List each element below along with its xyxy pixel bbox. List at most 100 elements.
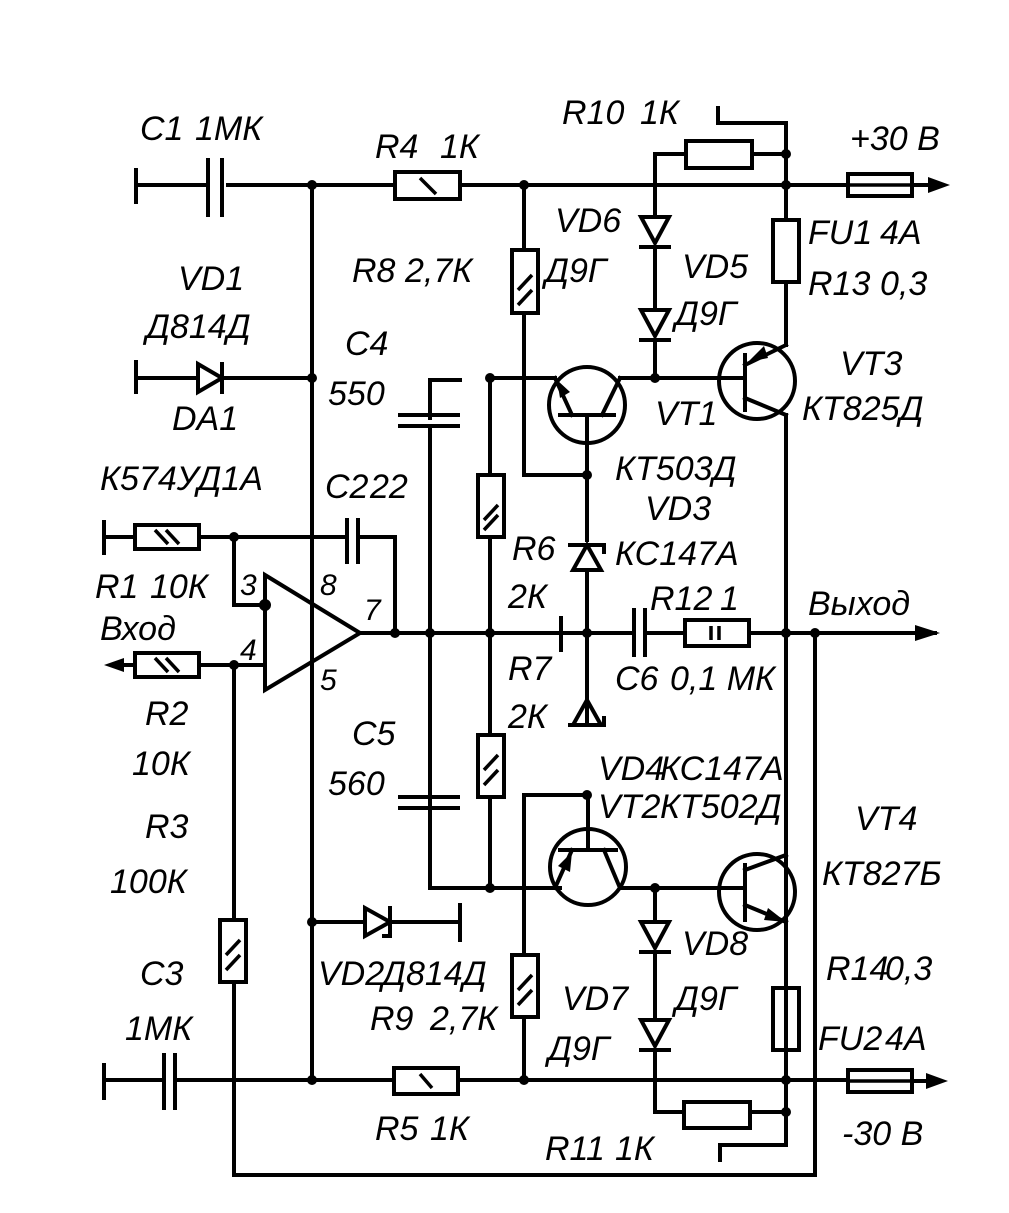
diode-vd8 — [637, 886, 673, 1022]
label-pin-inv: 3 — [240, 569, 257, 602]
label-r11-ref: R11 — [545, 1130, 605, 1168]
label-c4-ref: C4 — [345, 325, 388, 363]
label-pin-out: 7 — [364, 594, 382, 627]
label-vt1-ref: VT1 — [655, 395, 717, 433]
capacitor-c5 — [398, 795, 562, 890]
label-vd7-value: Д9Г — [544, 1030, 612, 1068]
label-dа1-ref: DA1 — [172, 400, 238, 438]
label-da1-value: К574УД1А — [100, 460, 263, 498]
label-fu1-ref: FU1 — [808, 214, 872, 252]
label-vd8-ref: VD8 — [682, 925, 748, 963]
label-vd1-ref: VD1 — [178, 260, 244, 298]
label-c3-ref: C3 — [140, 955, 184, 993]
label-vd8-value: Д9Г — [671, 980, 739, 1018]
wire-top-rail — [134, 168, 932, 204]
label-vt4-value: КТ827Б — [822, 855, 942, 893]
label-r7-ref: R7 — [508, 650, 553, 688]
fuse-fu1 — [846, 172, 950, 198]
label-c1-value: 1МК — [195, 110, 264, 148]
label-vt4-ref: VT4 — [855, 800, 917, 838]
transistor-vt4 — [717, 852, 797, 932]
label-r8-ref: R8 — [352, 252, 396, 290]
label-r10-value: 1К — [640, 94, 681, 132]
label-r5-value: 1К — [430, 1110, 471, 1148]
label-r11-value: 1К — [615, 1130, 656, 1168]
label-r13-ref: R13 — [808, 265, 870, 303]
label-c6-value: 0,1 МК — [670, 660, 777, 698]
label-r4-ref: R4 — [375, 128, 418, 166]
label-output: Выход — [808, 585, 910, 623]
transistor-vt2 — [522, 793, 747, 957]
label-r14-ref: R14 — [826, 950, 888, 988]
zener-vd2 — [310, 903, 462, 942]
label-vd5-value: Д9Г — [671, 295, 739, 333]
resistor-r8 — [510, 183, 589, 477]
label-c3-value: 1МК — [125, 1010, 194, 1048]
label-r12-ref: R12 — [650, 580, 712, 618]
label-vt2-value: КТ502Д — [660, 788, 781, 826]
label-r2-value: 10К — [132, 745, 192, 783]
label-r1-ref: R1 — [95, 568, 138, 606]
label-fu2-ref: FU2 — [818, 1020, 882, 1058]
arrow-minus30-icon — [926, 1073, 948, 1089]
label-vd3-value: КС147А — [615, 535, 739, 573]
label-r8-value: 2,7К — [404, 252, 474, 290]
label-pin-vminus: 5 — [320, 664, 337, 697]
transistor-vt3 — [653, 341, 797, 1082]
zener-vd4 — [568, 695, 606, 727]
label-r10-ref: R10 — [562, 94, 624, 132]
label-vd4-ref: VD4 — [598, 750, 664, 788]
label-vd3-ref: VD3 — [645, 490, 711, 528]
label-vt2-ref: VT2 — [598, 788, 660, 826]
resistor-r1 — [102, 520, 347, 555]
label-r6-ref: R6 — [512, 530, 556, 568]
label-r3-ref: R3 — [145, 808, 189, 846]
label-r14-value: 0,3 — [885, 950, 932, 988]
resistor-r3 — [218, 631, 817, 1177]
label-vd7-ref: VD7 — [562, 980, 629, 1018]
label-c5-value: 560 — [328, 765, 385, 803]
label-r4-value: 1К — [440, 128, 481, 166]
label-c2-value: 22 — [369, 468, 408, 506]
label-pin-noninv: 4 — [240, 634, 257, 667]
label-c1-ref: C1 — [140, 110, 183, 148]
label-vt1-value: КТ503Д — [615, 450, 736, 488]
label-vd6-value: Д9Г — [541, 252, 609, 290]
label-c2-ref: C2 — [325, 468, 369, 506]
resistor-r7 — [476, 631, 506, 890]
label-vt3-value: КТ825Д — [802, 390, 923, 428]
label-c4-value: 550 — [328, 375, 385, 413]
label-r9-value: 2,7К — [429, 1000, 499, 1038]
label-r12-value: 1 — [720, 580, 739, 618]
resistor-r4 — [393, 170, 462, 201]
label-minus30: -30 В — [842, 1115, 923, 1153]
resistor-r9 — [510, 953, 540, 1082]
arrow-plus30-icon — [928, 177, 950, 193]
label-r3-value: 100К — [110, 863, 189, 901]
resistor-r14 — [771, 986, 801, 1052]
label-fu2-value: 4А — [885, 1020, 927, 1058]
label-c6-ref: C6 — [615, 660, 659, 698]
label-r9-ref: R9 — [370, 1000, 414, 1038]
label-r6-value: 2К — [507, 578, 549, 616]
resistor-r13 — [771, 183, 801, 347]
arrow-output-icon — [915, 625, 940, 641]
label-vd1-value: Д814Д — [142, 308, 251, 346]
resistor-r12 — [683, 618, 940, 648]
potentiometer-r11 — [653, 1078, 788, 1162]
label-r5-ref: R5 — [375, 1110, 419, 1148]
resistor-r2 — [104, 651, 236, 922]
zener-vd1 — [134, 360, 314, 396]
capacitor-c1 — [206, 158, 224, 217]
fuse-fu2 — [846, 1068, 948, 1094]
label-r7-value: 2К — [507, 698, 549, 736]
label-input: Вход — [100, 610, 176, 648]
capacitor-c4 — [398, 378, 462, 890]
label-vd2-value: Д814Д — [378, 955, 487, 993]
diode-vd6 — [637, 183, 673, 312]
label-plus30: +30 В — [850, 120, 940, 158]
label-vd2-ref: VD2 — [318, 955, 384, 993]
resistor-r5 — [392, 1066, 460, 1096]
label-vd6-ref: VD6 — [555, 202, 621, 240]
